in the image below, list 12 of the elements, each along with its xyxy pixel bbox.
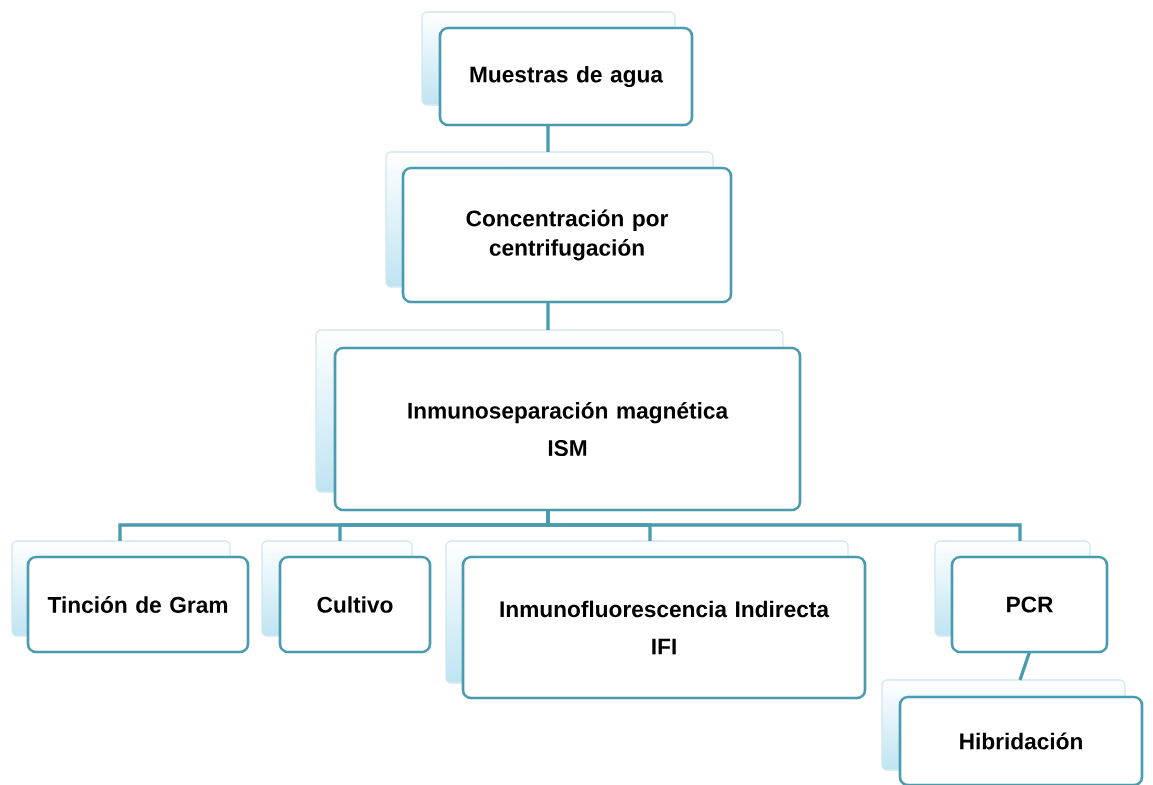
connector-line (546, 302, 550, 330)
process-box: Hibridación (881, 679, 1144, 785)
process-box: Inmunoseparación magnética ISM (315, 329, 802, 512)
connector-line (1018, 651, 1032, 681)
connector-line (546, 510, 1022, 541)
process-box: Inmunofluorescencia Indirecta IFI (445, 540, 867, 700)
process-box: Tinción de Gram (11, 540, 250, 654)
connector-line (546, 125, 550, 152)
process-box: Cultivo (261, 540, 432, 654)
process-box: Concentración por centrifugación (385, 151, 733, 304)
process-box: PCR (934, 540, 1109, 654)
process-box: Muestras de agua (421, 11, 694, 127)
